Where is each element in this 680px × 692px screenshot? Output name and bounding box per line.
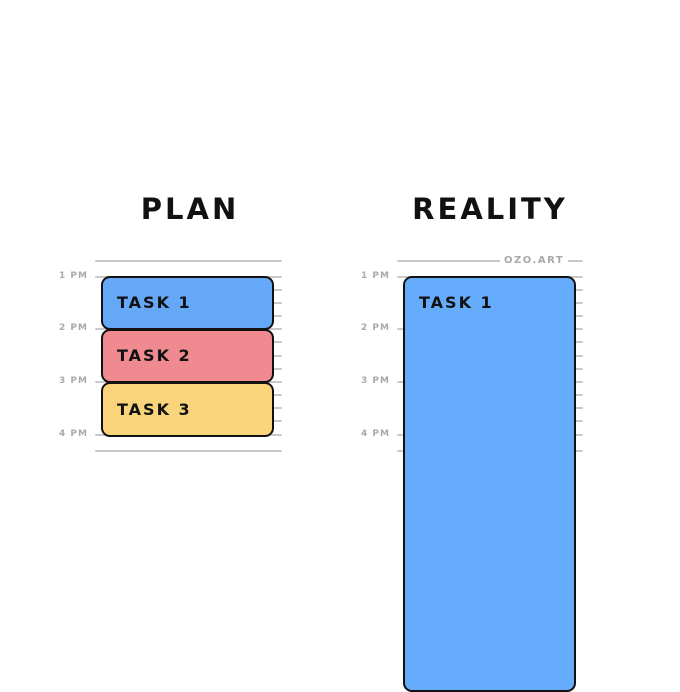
reality-tick-line (573, 289, 583, 291)
reality-tick-line (573, 341, 583, 343)
reality-tick-line (573, 302, 583, 304)
reality-time-label: 4 PM (361, 429, 390, 439)
reality-tick-line (573, 315, 583, 317)
reality-time-label: 1 PM (361, 271, 390, 281)
plan-time-label: 4 PM (59, 429, 88, 439)
plan-tick-line (272, 394, 282, 396)
reality-tick-line (573, 368, 583, 370)
reality-tick-line (573, 394, 583, 396)
reality-task-label: TASK 1 (419, 293, 494, 312)
plan-tick-line (272, 315, 282, 317)
plan-tick-line (272, 407, 282, 409)
plan-tick-line (272, 355, 282, 357)
plan-task-label: TASK 2 (117, 346, 192, 365)
plan-task-block: TASK 1 (101, 276, 274, 330)
plan-time-label: 3 PM (59, 376, 88, 386)
plan-task-block: TASK 3 (101, 382, 274, 437)
plan-task-label: TASK 1 (117, 293, 192, 312)
plan-task-label: TASK 3 (117, 400, 192, 419)
credit-watermark: OZO.ART (500, 255, 569, 267)
plan-task-block: TASK 2 (101, 329, 274, 383)
plan-tick-line (272, 368, 282, 370)
reality-tick-line (573, 420, 583, 422)
reality-time-label: 3 PM (361, 376, 390, 386)
reality-heading: REALITY (412, 192, 568, 226)
reality-time-label: 2 PM (361, 323, 390, 333)
plan-top-line (95, 260, 282, 262)
plan-heading: PLAN (140, 192, 240, 226)
reality-top-line (397, 260, 583, 262)
plan-bottom-line (95, 450, 282, 452)
plan-tick-line (272, 302, 282, 304)
plan-time-label: 2 PM (59, 323, 88, 333)
plan-time-label: 1 PM (59, 271, 88, 281)
plan-tick-line (272, 420, 282, 422)
reality-task-block: TASK 1 (403, 276, 576, 692)
plan-tick-line (272, 289, 282, 291)
reality-tick-line (573, 407, 583, 409)
reality-tick-line (573, 355, 583, 357)
plan-tick-line (272, 341, 282, 343)
